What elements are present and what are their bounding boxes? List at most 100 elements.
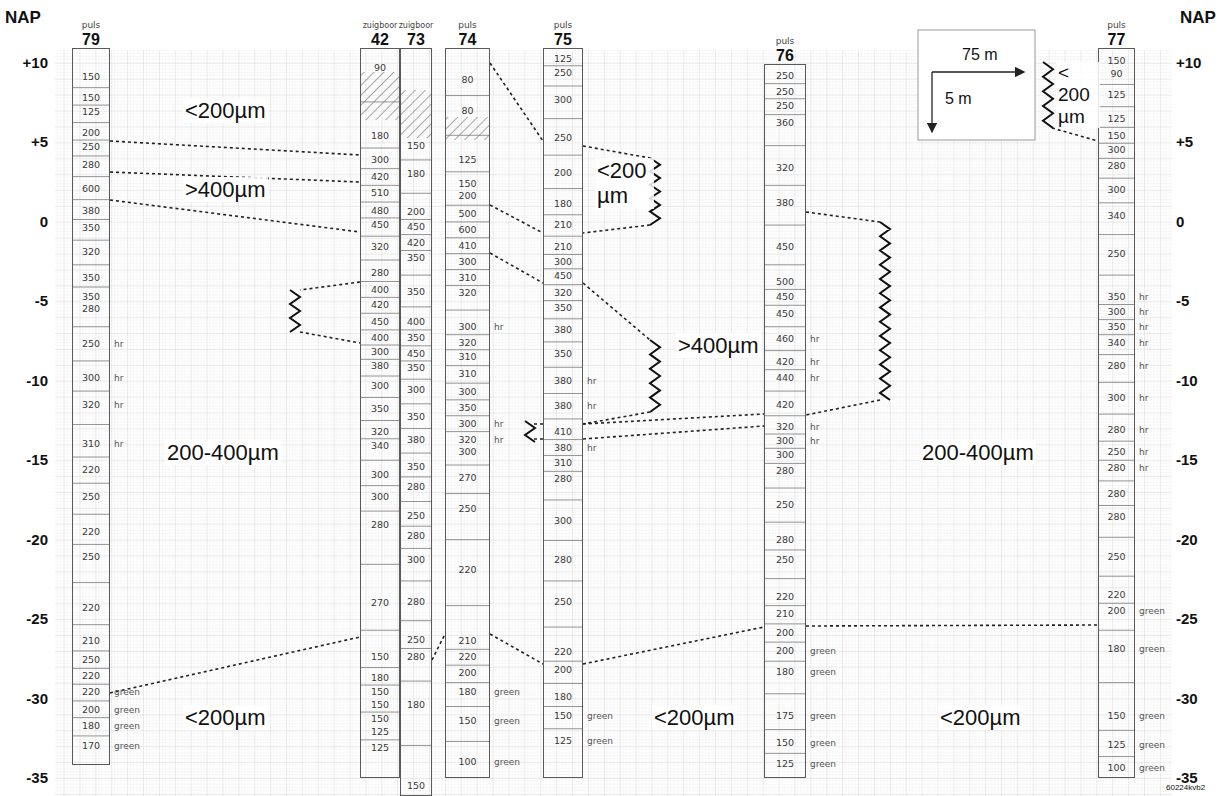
grain-class: >400µm xyxy=(183,177,268,202)
grain-size: 200 xyxy=(446,191,489,201)
grain-size: 125 xyxy=(1099,90,1134,100)
grain-size: 450 xyxy=(401,349,431,359)
borehole-number: 79 xyxy=(67,31,115,49)
layer-divider xyxy=(401,193,431,194)
grain-size: 250 xyxy=(1099,249,1134,259)
grain-size: 310 xyxy=(446,273,489,283)
layer-divider xyxy=(446,605,489,606)
grain-size: 220 xyxy=(73,671,109,681)
grain-size: 150 xyxy=(401,781,431,791)
axis-value: -25 xyxy=(3,610,48,627)
layer-divider xyxy=(544,393,582,394)
layer-divider xyxy=(361,345,399,346)
grain-size: 300 xyxy=(1099,145,1134,155)
grain-size: 200 xyxy=(401,207,431,217)
sample-note: hr xyxy=(1137,425,1148,435)
axis-value: -20 xyxy=(3,531,48,548)
grain-size: 450 xyxy=(544,271,582,281)
grain-size: 150 xyxy=(361,687,399,697)
axis-value: -20 xyxy=(1176,531,1198,548)
sample-note: green xyxy=(112,721,140,731)
grain-size: 350 xyxy=(1099,292,1134,302)
sample-note: green xyxy=(112,687,140,697)
grain-size: 280 xyxy=(1099,489,1134,499)
layer-divider xyxy=(361,359,399,360)
layer-divider xyxy=(765,305,805,306)
grain-size: 210 xyxy=(765,609,805,619)
grain-size: 150 xyxy=(401,141,431,151)
layer-divider xyxy=(73,684,109,685)
layer-divider xyxy=(73,219,109,220)
layer-divider xyxy=(544,728,582,729)
grain-size: 300 xyxy=(446,447,489,457)
borehole-type: puls xyxy=(1093,21,1140,31)
grain-size: 320 xyxy=(446,288,489,298)
grain-size: 300 xyxy=(73,373,109,383)
grain-size: 300 xyxy=(361,381,399,391)
grain-size: 180 xyxy=(401,169,431,179)
layer-divider xyxy=(544,439,582,440)
layer-divider xyxy=(544,155,582,156)
grain-size: 280 xyxy=(401,652,431,662)
layer-divider xyxy=(544,268,582,269)
grain-size: 80 xyxy=(446,75,489,85)
grain-size: 460 xyxy=(765,334,805,344)
sample-note: green xyxy=(112,705,140,715)
layer-divider xyxy=(446,310,489,311)
grain-size: 450 xyxy=(765,242,805,252)
layer-divider xyxy=(765,729,805,730)
layer-divider xyxy=(544,540,582,541)
sample-note: hr xyxy=(808,422,819,432)
layer-divider xyxy=(765,522,805,523)
grain-size: 310 xyxy=(446,369,489,379)
grain-size: 200 xyxy=(73,128,109,138)
layer-divider xyxy=(1099,178,1134,179)
grain-size: 420 xyxy=(361,300,399,310)
grain-size: 400 xyxy=(401,317,431,327)
grain-size: 300 xyxy=(1099,185,1134,195)
borehole-header: puls77 xyxy=(1093,21,1140,49)
grain-size: 250 xyxy=(765,101,805,111)
grain-size: 300 xyxy=(361,155,399,165)
sample-note: hr xyxy=(1137,361,1148,371)
axis-value: -10 xyxy=(1176,372,1198,389)
sample-note: green xyxy=(492,757,520,767)
layer-divider xyxy=(446,431,489,432)
borehole-header: zuigboor42 xyxy=(355,22,405,49)
layer-divider xyxy=(73,544,109,545)
layer-divider xyxy=(446,365,489,366)
layer-divider xyxy=(361,397,399,398)
grain-size: 280 xyxy=(1099,361,1134,371)
grain-size: 600 xyxy=(446,225,489,235)
layer-divider xyxy=(73,624,109,625)
grain-size: 350 xyxy=(1099,322,1134,332)
layer-divider xyxy=(361,297,399,298)
layer-divider xyxy=(544,367,582,368)
sample-note: hr xyxy=(585,443,596,453)
grain-size: 200 xyxy=(765,628,805,638)
grain-size: 250 xyxy=(73,655,109,665)
grain-size: 220 xyxy=(1099,590,1134,600)
grain-size: 480 xyxy=(361,206,399,216)
zigzag-boundary xyxy=(1043,62,1053,128)
grain-size: 150 xyxy=(73,72,109,82)
grain-size: 300 xyxy=(446,387,489,397)
layer-divider xyxy=(544,499,582,500)
grain-size: 125 xyxy=(1099,740,1134,750)
layer-divider xyxy=(544,300,582,301)
borehole-column: puls791501501252002502806003803503203503… xyxy=(72,48,110,765)
grain-size: 220 xyxy=(446,652,489,662)
grain-size: 150 xyxy=(446,179,489,189)
layer-divider xyxy=(446,464,489,465)
sample-note: hr xyxy=(492,322,503,332)
sample-note: green xyxy=(1137,740,1165,750)
grain-size: 200 xyxy=(73,705,109,715)
sample-note: hr xyxy=(585,401,596,411)
layer-divider xyxy=(544,254,582,255)
layer-divider xyxy=(765,83,805,84)
axis-value: -15 xyxy=(3,451,48,468)
grain-size: 450 xyxy=(401,222,431,232)
grain-size: 280 xyxy=(544,555,582,565)
grain-size: 200 xyxy=(544,665,582,675)
grain-size: 280 xyxy=(361,520,399,530)
